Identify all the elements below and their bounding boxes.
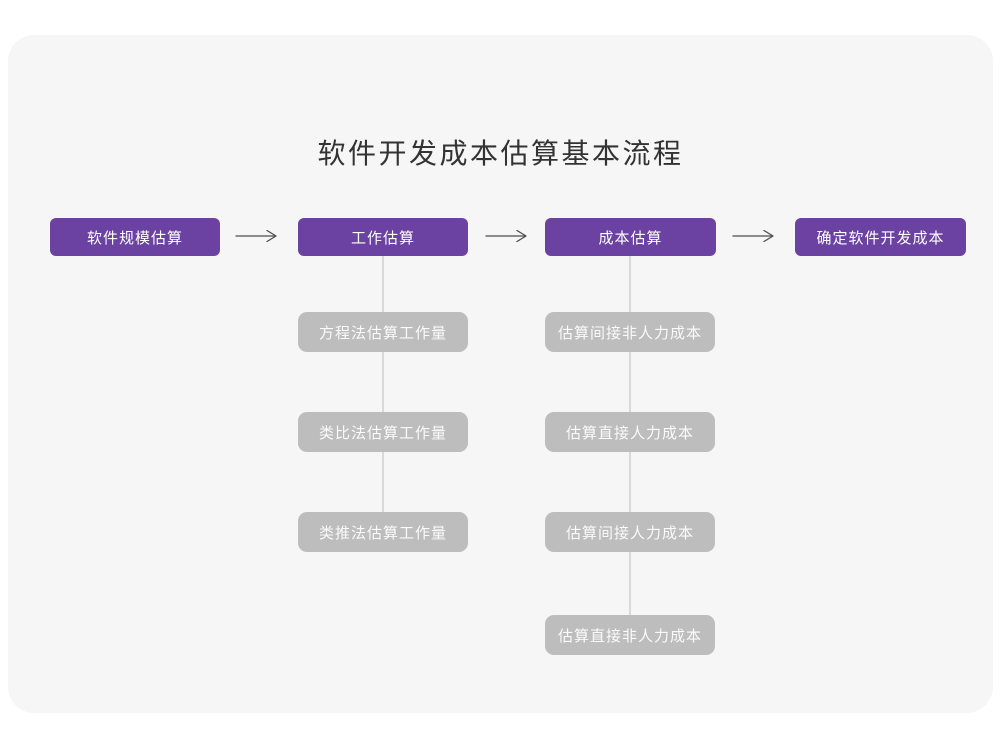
substep-extrapolation-method: 类推法估算工作量 [298, 512, 468, 552]
diagram-title: 软件开发成本估算基本流程 [317, 138, 684, 169]
substep-indirect-non-labor-cost: 估算间接非人力成本 [545, 312, 715, 352]
substep-direct-non-labor-cost: 估算直接非人力成本 [545, 615, 715, 655]
arrow-right-icon [732, 229, 776, 243]
substep-equation-method: 方程法估算工作量 [298, 312, 468, 352]
substep-direct-labor-cost: 估算直接人力成本 [545, 412, 715, 452]
connector-line-work [382, 256, 384, 512]
step-cost-estimation: 成本估算 [545, 218, 716, 256]
step-software-size-estimation: 软件规模估算 [50, 218, 220, 256]
substep-analogy-method: 类比法估算工作量 [298, 412, 468, 452]
step-determine-development-cost: 确定软件开发成本 [795, 218, 966, 256]
diagram-card: 软件开发成本估算基本流程 软件规模估算 工作估算 成本估算 确定软件开发成本 [8, 35, 993, 713]
step-effort-estimation: 工作估算 [298, 218, 468, 256]
substep-indirect-labor-cost: 估算间接人力成本 [545, 512, 715, 552]
arrow-right-icon [235, 229, 279, 243]
arrow-right-icon [485, 229, 529, 243]
